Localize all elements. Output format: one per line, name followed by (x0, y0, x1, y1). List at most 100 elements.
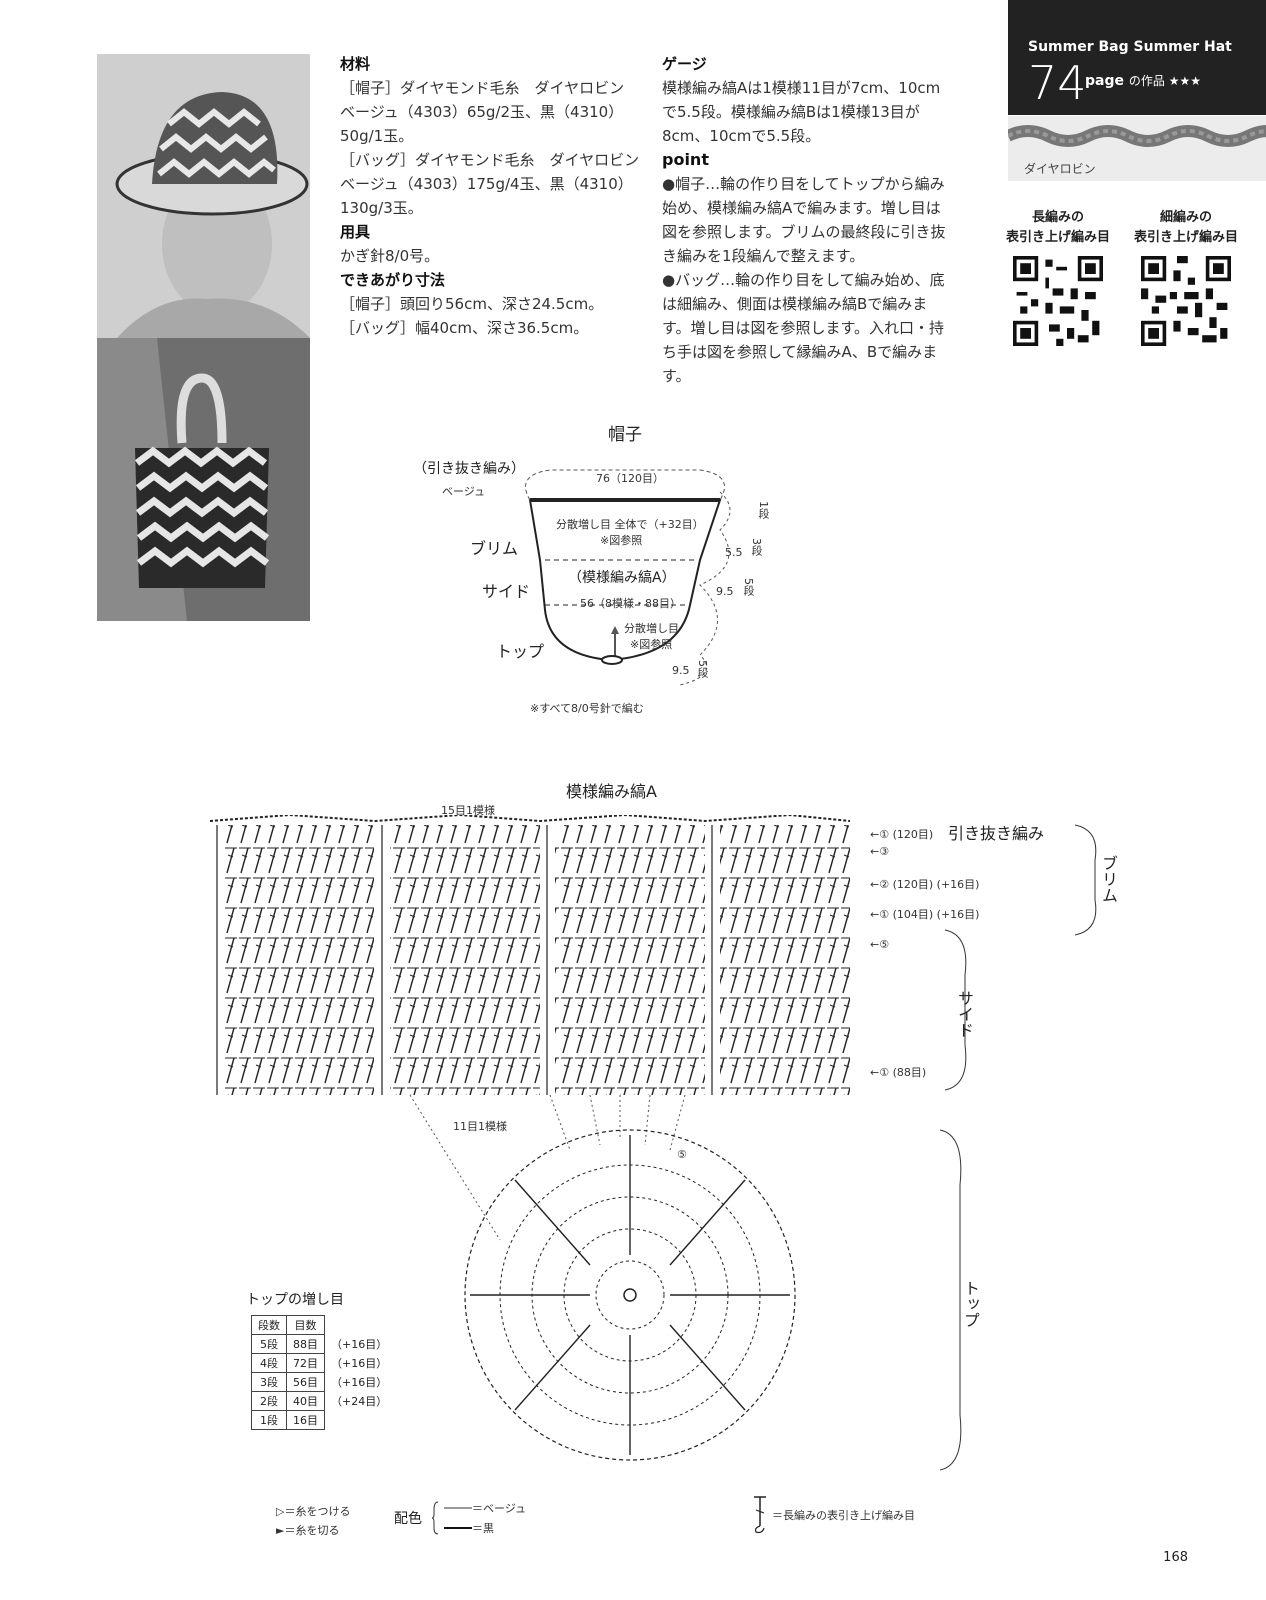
point-line: 図を参照します。ブリムの最終段に引き抜 (662, 223, 946, 241)
bag-photo-illustration (97, 338, 310, 621)
hat-pattern-label: （模様編み縞A） (568, 570, 676, 586)
tools-heading: 用具 (340, 223, 371, 241)
chart-slipstitch-label: 引き抜き編み (948, 824, 1045, 843)
point-line: す。増し目は図を参照します。入れ口・持 (662, 319, 945, 337)
legend-fpdc: ＝長編みの表引き上げ編み目 (772, 1509, 915, 1522)
point-line: き編みを1段編んで整えます。 (662, 247, 865, 265)
legend-color-lines (432, 1501, 472, 1535)
qr-left-label-line: 表引き上げ編み目 (1005, 230, 1110, 245)
materials-line: 130g/3玉。 (340, 199, 423, 217)
size-heading: できあがり寸法 (340, 271, 446, 289)
yarn-sample: ダイヤロビン (1005, 116, 1266, 181)
table-row: 2段 40目 （+24目） (251, 1391, 394, 1411)
hat-ref-2: ※図参照 (630, 638, 673, 651)
page-label: page の作品 ★★★ (1085, 72, 1201, 89)
chart-repeat-15: 15目1模様 (441, 804, 495, 817)
table-cell: 16目 (286, 1410, 325, 1430)
point-line: は細編み、側面は模様編み縞Bで編みま (662, 295, 928, 313)
qr-code-left[interactable] (1013, 256, 1103, 346)
table-spacer (325, 1316, 394, 1335)
table-row: 5段 88目 （+16目） (251, 1334, 394, 1354)
chart-top-label: トップ (961, 1280, 980, 1328)
materials-line: ベージュ（4303）175g/4玉、黒（4310） (340, 175, 633, 193)
qr-code-right[interactable] (1141, 256, 1231, 346)
qr-left-label-line: 長編みの (1031, 210, 1084, 225)
increase-table: 段数 目数 5段 88目 （+16目） 4段 72目 （+16目） 3段 56目… (251, 1315, 394, 1430)
point-line: す。 (662, 367, 691, 385)
hat-rows-2: 3段 (750, 538, 763, 556)
page-word: page (1085, 73, 1124, 89)
hat-dim-2: 9.5 (716, 585, 734, 598)
materials-section: 材料 ［帽子］ダイヤモンド毛糸 ダイヤロビン ベージュ（4303）65g/2玉、… (340, 52, 640, 340)
chart-side-label: サイド (955, 990, 974, 1038)
table-cell: （+24目） (331, 1395, 388, 1408)
legend-beige: ＝ベージュ (472, 1502, 527, 1515)
hat-rows-1: 1段 (757, 501, 770, 519)
table-row: 1段 16目 (251, 1410, 394, 1430)
point-line: ●帽子…輪の作り目をしてトップから編み (662, 175, 945, 193)
gauge-heading: ゲージ (662, 55, 707, 73)
materials-heading: 材料 (340, 55, 371, 73)
table-cell: （+16目） (331, 1357, 388, 1370)
hat-brim-label: ブリム (470, 539, 519, 558)
table-row: 3段 56目 （+16目） (251, 1372, 394, 1392)
qr-right-label-line: 細編みの (1159, 210, 1212, 225)
materials-line: ベージュ（4303）65g/2玉、黒（4310） (340, 103, 624, 121)
bag-photo (97, 338, 310, 621)
table-cell (325, 1411, 394, 1430)
legend-attach: ▷＝糸をつける (276, 1505, 351, 1518)
point-line: ●バッグ…輪の作り目をして編み始め、底 (662, 271, 945, 289)
difficulty: の作品 ★★★ (1128, 74, 1201, 88)
point-line: ち手は図を参照して縁編みA、Bで編みま (662, 343, 938, 361)
table-header-row: 段数 目数 (251, 1315, 394, 1335)
gauge-section: ゲージ 模様編み縞Aは1模様11目が7cm、10cm で5.5段。模様編み縞Bは… (662, 52, 962, 388)
materials-line: ［帽子］ダイヤモンド毛糸 ダイヤロビン (340, 79, 625, 97)
size-line: ［バッグ］幅40cm、深さ36.5cm。 (340, 319, 589, 337)
increase-table-title: トップの増し目 (246, 1292, 344, 1308)
yarn-name: ダイヤロビン (1024, 162, 1096, 176)
gauge-line: で5.5段。模様編み縞Bは1模様13目が (662, 103, 920, 121)
brim-brace (1074, 824, 1097, 936)
hat-schematic (525, 469, 731, 686)
chart-row-label: ←① (88目) (870, 1066, 927, 1079)
table-cell: 4段 (251, 1353, 287, 1373)
chart-row-label: ←② (120目) (+16目) (870, 878, 980, 891)
table-header: 段数 (251, 1315, 287, 1335)
table-cell: 88目 (286, 1334, 325, 1354)
table-header: 目数 (286, 1315, 325, 1335)
hat-top-increase: 分散増し目 (624, 622, 679, 635)
table-cell: （+16目） (331, 1338, 388, 1351)
tools-text: かぎ針8/0号。 (340, 247, 440, 265)
chart-round-5: ⑤ (677, 1148, 687, 1161)
hat-photo (97, 54, 310, 338)
chart-brim-label: ブリム (1099, 855, 1118, 903)
hat-ref-1: ※図参照 (600, 534, 643, 547)
gauge-line: 模様編み縞Aは1模様11目が7cm、10cm (662, 79, 941, 97)
chart-row-label: ←⑤ (870, 938, 890, 951)
chart-row-label: ←① (104目) (+16目) (870, 908, 980, 921)
stitch-chart-rows (210, 815, 851, 1095)
table-cell: 72目 (286, 1353, 325, 1373)
materials-line: ［バッグ］ダイヤモンド毛糸 ダイヤロビン (340, 151, 640, 169)
hat-dim-3: 9.5 (672, 664, 690, 677)
gauge-line: 8cm、10cmで5.5段。 (662, 127, 821, 145)
legend-color-label: 配色 (394, 1511, 422, 1527)
size-line: ［帽子］頭回り56cm、深さ24.5cm。 (340, 295, 604, 313)
pattern-number: 74 (1028, 56, 1087, 110)
legend-cut: ►＝糸を切る (276, 1524, 340, 1537)
top-round-chart (409, 1094, 796, 1461)
materials-line: 50g/1玉。 (340, 127, 414, 145)
page-header: Summer Bag Summer Hat 74 page の作品 ★★★ (1008, 0, 1266, 115)
series-title: Summer Bag Summer Hat (1028, 39, 1232, 55)
qr-right-label: 細編みの 表引き上げ編み目 (1126, 208, 1246, 248)
table-cell: （+16目） (331, 1376, 388, 1389)
page-number: 168 (1163, 1550, 1188, 1565)
qr-left-label: 長編みの 表引き上げ編み目 (998, 208, 1118, 248)
hat-mid-width: 56（8模様・88目） (580, 597, 681, 610)
hat-side-label: サイド (482, 582, 531, 601)
fpdc-stitch-icon (754, 1496, 766, 1534)
table-cell: 2段 (251, 1391, 287, 1411)
chart-title: 模様編み縞A (566, 782, 657, 801)
hat-top-width: 76（120目） (596, 472, 664, 485)
chart-row-label: ←③ (870, 845, 890, 858)
